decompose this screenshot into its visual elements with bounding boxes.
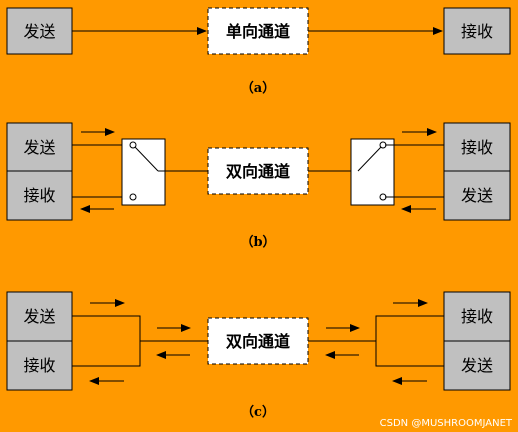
b-right-bottom-label: 发送 [461, 186, 493, 205]
section-c: 发送 接收 双向通道 接收 发送 （c） [6, 291, 511, 420]
b-channel-label: 双向通道 [226, 162, 290, 181]
b-left-switch-contact-top [129, 141, 137, 149]
c-caption: （c） [241, 404, 275, 420]
a-caption: （a） [241, 80, 275, 96]
b-caption: （b） [240, 234, 275, 250]
b-left-switch [121, 138, 166, 206]
watermark: CSDN @MUSHROOMJANET [380, 418, 513, 429]
c-right-bracket [375, 315, 444, 367]
a-sender-box [6, 7, 73, 55]
b-channel-box [207, 147, 309, 195]
b-right-switch [350, 138, 395, 206]
b-right-top-label: 接收 [461, 138, 493, 157]
c-channel-label: 双向通道 [226, 332, 290, 351]
c-left-bracket [72, 315, 141, 367]
b-right-bottom-box [443, 170, 511, 221]
a-receiver-box [443, 7, 511, 55]
b-right-top-box [443, 122, 511, 172]
c-right-top-box [443, 291, 511, 342]
b-left-top-label: 发送 [23, 138, 55, 157]
section-b: 发送 接收 双向通道 接收 发送 （b） [6, 122, 511, 250]
c-left-top-label: 发送 [23, 307, 55, 326]
c-channel-box [207, 317, 309, 365]
b-left-switch-lever [134, 146, 159, 172]
c-right-bottom-label: 发送 [461, 356, 493, 375]
a-receiver-label: 接收 [461, 22, 493, 41]
c-right-top-label: 接收 [461, 307, 493, 326]
section-a: 发送 单向通道 接收 （a） [6, 7, 511, 96]
b-left-bottom-label: 接收 [23, 186, 55, 205]
b-left-bottom-box [6, 170, 73, 221]
c-left-bottom-label: 接收 [23, 356, 55, 375]
c-left-top-box [6, 291, 73, 342]
b-left-top-box [6, 122, 73, 172]
a-channel-box [207, 7, 309, 55]
b-right-switch-lever [357, 146, 382, 172]
c-left-bottom-box [6, 340, 73, 391]
c-right-bottom-box [443, 340, 511, 391]
a-sender-label: 发送 [23, 22, 55, 41]
a-channel-label: 单向通道 [226, 22, 290, 41]
b-left-switch-contact-bottom [129, 193, 137, 201]
